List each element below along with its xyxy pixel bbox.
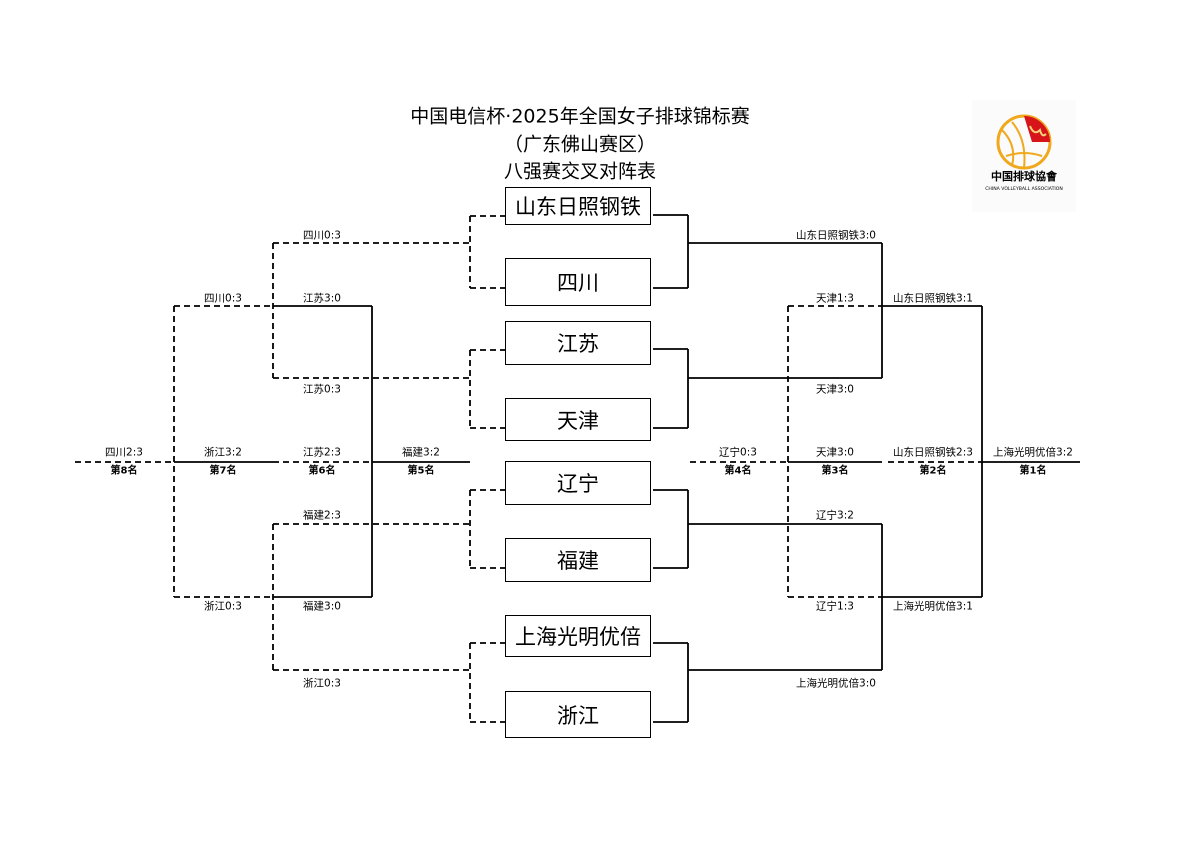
result-label: 辽宁3:2 [816, 509, 854, 522]
rank-label: 第3名 [821, 465, 849, 477]
title-line-2: （广东佛山赛区） [503, 133, 657, 156]
result-label: 上海光明优倍3:2 [993, 446, 1073, 459]
result-label: 福建3:0 [303, 600, 341, 613]
result-label: 浙江0:3 [303, 677, 341, 690]
result-label: 上海光明优倍3:0 [796, 677, 876, 690]
svg-text:中国排球協會: 中国排球協會 [991, 169, 1058, 183]
title-line-3: 八强赛交叉对阵表 [503, 160, 657, 183]
result-label: 辽宁0:3 [719, 446, 757, 459]
result-label: 上海光明优倍3:1 [893, 600, 973, 613]
result-label: 山东日照钢铁2:3 [893, 446, 973, 459]
rank-label: 第6名 [308, 465, 336, 477]
result-label: 江苏0:3 [303, 383, 341, 396]
result-label: 天津1:3 [816, 292, 854, 305]
result-label: 浙江3:2 [204, 446, 242, 459]
team-box-liaoning: 辽宁 [505, 461, 651, 505]
rank-label: 第5名 [407, 465, 435, 477]
rank-label: 第7名 [209, 465, 237, 477]
team-box-shanghai: 上海光明优倍 [505, 615, 651, 657]
result-label: 天津3:0 [816, 383, 854, 396]
team-box-fujian: 福建 [505, 538, 651, 582]
rank-label: 第1名 [1019, 465, 1047, 477]
result-label: 辽宁1:3 [816, 600, 854, 613]
result-label: 四川0:3 [204, 292, 242, 305]
volleyball-association-logo: 中国排球協會 CHINA VOLLEYBALL ASSOCIATION [972, 100, 1076, 212]
result-label: 四川2:3 [105, 446, 143, 459]
team-box-zhejiang: 浙江 [505, 691, 651, 738]
team-box-sichuan: 四川 [505, 258, 651, 306]
result-label: 四川0:3 [303, 229, 341, 242]
result-label: 山东日照钢铁3:1 [893, 292, 973, 305]
rank-label: 第8名 [110, 465, 138, 477]
result-label: 福建3:2 [402, 446, 440, 459]
result-label: 天津3:0 [816, 446, 854, 459]
title-line-1: 中国电信杯·2025年全国女子排球锦标赛 [410, 105, 750, 128]
result-label: 江苏3:0 [303, 292, 341, 305]
team-box-jiangsu: 江苏 [505, 321, 651, 365]
result-label: 山东日照钢铁3:0 [796, 229, 876, 242]
rank-label: 第4名 [724, 465, 752, 477]
team-box-shandong: 山东日照钢铁 [505, 187, 651, 225]
result-label: 浙江0:3 [204, 600, 242, 613]
result-label: 福建2:3 [303, 509, 341, 522]
team-box-tianjin: 天津 [505, 398, 651, 441]
result-label: 江苏2:3 [303, 446, 341, 459]
rank-label: 第2名 [919, 465, 947, 477]
svg-text:CHINA VOLLEYBALL ASSOCIATION: CHINA VOLLEYBALL ASSOCIATION [985, 186, 1063, 192]
